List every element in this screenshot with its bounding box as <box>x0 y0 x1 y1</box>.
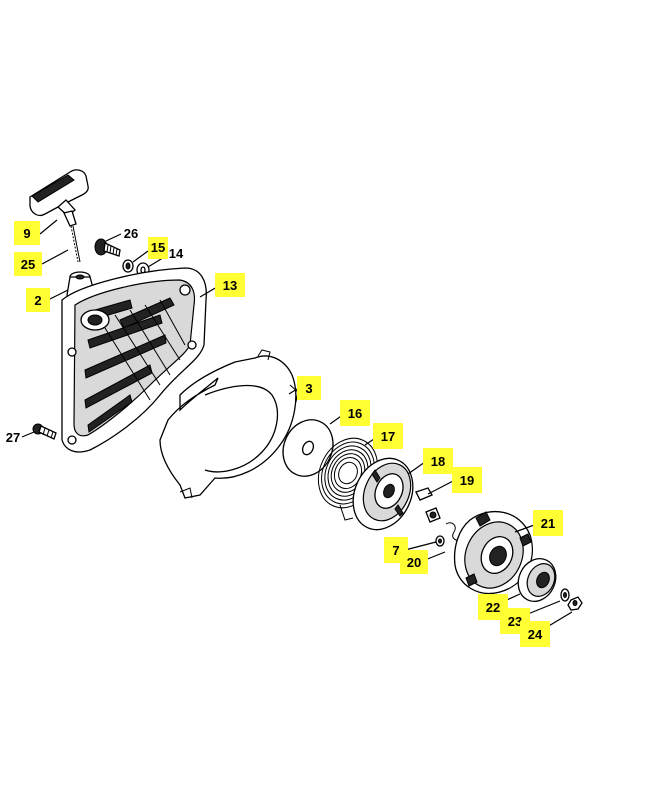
part-label-9: 9 <box>14 221 40 245</box>
part-label-16: 16 <box>340 400 370 426</box>
part-label-17: 17 <box>373 423 403 449</box>
svg-text:13: 13 <box>223 278 237 293</box>
svg-text:25: 25 <box>21 257 35 272</box>
part-label-26: 26 <box>124 226 138 241</box>
svg-text:27: 27 <box>6 430 20 445</box>
svg-text:26: 26 <box>124 226 138 241</box>
svg-text:23: 23 <box>508 614 522 629</box>
svg-text:21: 21 <box>541 516 555 531</box>
svg-text:15: 15 <box>151 240 165 255</box>
pawl <box>415 487 441 523</box>
part-label-14: 14 <box>169 246 184 261</box>
fan-housing <box>61 267 207 453</box>
part-label-24: 24 <box>520 621 550 647</box>
part-label-21: 21 <box>533 510 563 536</box>
svg-text:14: 14 <box>169 246 184 261</box>
nut-15 <box>122 259 134 273</box>
rewind-spring <box>317 437 379 521</box>
part-label-18: 18 <box>423 448 453 474</box>
guard-plate <box>159 349 299 499</box>
part-label-13: 13 <box>215 273 245 297</box>
svg-text:22: 22 <box>486 600 500 615</box>
svg-text:24: 24 <box>528 627 543 642</box>
spring-washer-plate <box>282 419 334 477</box>
part-label-3: 3 <box>297 376 321 400</box>
screw-27 <box>32 423 57 440</box>
svg-text:3: 3 <box>305 381 312 396</box>
svg-text:17: 17 <box>381 429 395 444</box>
part-label-25: 25 <box>14 252 42 276</box>
rope-rotor <box>352 457 414 531</box>
svg-text:18: 18 <box>431 454 445 469</box>
washer-23 <box>560 588 570 602</box>
svg-text:16: 16 <box>348 406 362 421</box>
starter-grip-handle <box>29 169 89 227</box>
starter-rope <box>70 225 81 263</box>
nut-24 <box>567 596 583 611</box>
svg-text:9: 9 <box>23 226 30 241</box>
svg-text:2: 2 <box>34 293 41 308</box>
starter-cup <box>453 510 533 594</box>
part-label-2: 2 <box>26 288 50 312</box>
screw-26 <box>94 238 121 257</box>
part-label-19: 19 <box>452 467 482 493</box>
svg-text:7: 7 <box>392 543 399 558</box>
svg-text:19: 19 <box>460 473 474 488</box>
svg-text:20: 20 <box>407 555 421 570</box>
part-label-20: 20 <box>400 550 428 574</box>
part-label-15: 15 <box>148 237 168 259</box>
hub <box>517 558 557 602</box>
washer-7 <box>435 535 445 547</box>
part-label-27: 27 <box>6 430 20 445</box>
